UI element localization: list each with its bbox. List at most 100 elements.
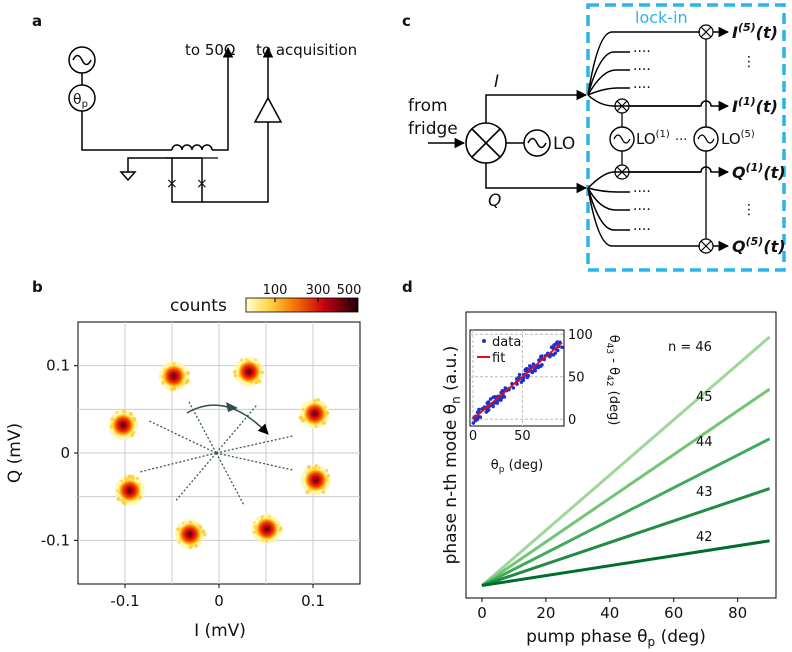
inset-data-point	[555, 340, 560, 344]
iq-sample	[261, 515, 265, 518]
ellipsis: ····	[633, 80, 651, 96]
inset-data-point	[488, 397, 493, 401]
iq-sample	[202, 530, 206, 533]
inset-data-point	[500, 389, 505, 393]
ellipsis: ····	[633, 184, 651, 200]
mode-line	[481, 539, 770, 588]
iq-sample	[232, 370, 237, 374]
ellipsis: ····	[633, 222, 651, 238]
y-tick-label: 0.1	[46, 357, 70, 375]
iq-sample	[240, 358, 243, 362]
iq-sample	[136, 476, 140, 480]
iq-sample	[202, 532, 207, 537]
dashed-ray	[215, 452, 245, 506]
phase-shifter-symbol: θp	[73, 92, 88, 110]
iq-sample	[128, 411, 133, 416]
iq-sample	[233, 373, 238, 378]
iq-blob	[177, 522, 202, 547]
colorbar-tick-label: 500	[337, 283, 362, 298]
dashed-ray	[216, 452, 295, 471]
inset-data-point	[475, 417, 480, 422]
mode-line-label: 43	[696, 485, 713, 500]
label-lo1: LO(1)	[636, 129, 670, 148]
inset-data-point	[525, 375, 530, 380]
inset-y-tick-label: 50	[568, 371, 585, 386]
dashed-ray	[138, 452, 217, 473]
iq-blob	[237, 359, 262, 384]
ellipsis-vertical: ⋮	[742, 54, 756, 70]
label-I: I	[494, 72, 499, 92]
iq-sample	[185, 381, 188, 385]
iq-sample	[130, 433, 135, 437]
panel-label-c: c	[402, 12, 411, 30]
panel-a: a θp to 50Ω × × to acquisition	[32, 12, 357, 203]
x-tick-label: 80	[728, 604, 747, 622]
mode-line-label: 42	[696, 530, 713, 545]
iq-blob	[302, 401, 327, 426]
inset-data-point	[492, 395, 497, 399]
inset-ylabel: θ43 - θ42 (deg)	[604, 335, 621, 426]
legend-fit: fit	[492, 351, 505, 366]
output-I1: I(1)(t)	[732, 95, 778, 116]
sine-wave-icon	[72, 54, 92, 66]
label-from: from	[408, 96, 448, 116]
x-tick-label: 20	[536, 604, 555, 622]
squid-loop	[171, 157, 203, 203]
iq-sample	[122, 500, 127, 506]
inset-data-point	[555, 348, 560, 353]
inset-data-point	[540, 354, 544, 358]
label-Q: Q	[488, 191, 501, 211]
ground-icon	[119, 171, 137, 182]
inset-data-point	[511, 386, 516, 390]
label-fridge: fridge	[408, 119, 458, 139]
iq-blob	[254, 516, 279, 541]
inset-data-point	[484, 410, 489, 414]
iq-sample	[177, 541, 181, 544]
y-tick-label: 0	[60, 444, 70, 462]
panel-label-d: d	[402, 278, 413, 296]
inset-data-point	[517, 372, 522, 377]
lockin-box	[586, 3, 786, 272]
colorbar-tick-label: 300	[306, 283, 331, 298]
inset-data-point	[503, 386, 508, 390]
iq-sample	[278, 528, 282, 532]
lockin-title: lock-in	[635, 8, 688, 27]
iq-sample	[185, 371, 191, 376]
x-tick-label: 0	[477, 604, 487, 622]
label-lo5: LO(5)	[721, 129, 755, 148]
inset-data-point	[538, 364, 543, 369]
inset-fit-line	[472, 342, 563, 420]
ellipsis: ····	[633, 62, 651, 78]
inset-data-point	[552, 343, 556, 348]
junction-icon: ×	[166, 176, 178, 192]
iq-sample	[314, 425, 318, 428]
output-Q5: Q(5)(t)	[732, 235, 786, 256]
iq-sample	[316, 398, 320, 402]
inset-data-point	[523, 369, 528, 373]
iq-sample	[122, 409, 127, 414]
inset-data-point	[486, 408, 491, 412]
output-Q1: Q(1)(t)	[732, 161, 786, 182]
mode-line	[480, 335, 771, 587]
mode-line	[481, 487, 771, 587]
label-to-acquisition: to acquisition	[256, 41, 357, 59]
iq-blob	[111, 413, 136, 438]
panel-c: c lock-in from fridge LO I Q	[402, 3, 786, 272]
rotation-arrow	[186, 404, 269, 435]
iq-sample	[321, 490, 326, 494]
inset-y-tick-label: 0	[568, 413, 576, 428]
x-tick-label: 0.1	[301, 592, 325, 610]
iq-sample	[305, 490, 310, 495]
inset-x-tick-label: 0	[469, 429, 477, 444]
panel-label-a: a	[32, 12, 42, 30]
inset-data-point	[551, 353, 556, 357]
iq-blob	[117, 478, 142, 503]
mode-line-label: n = 46	[668, 340, 712, 355]
colorbar	[245, 297, 359, 313]
inset-data-point	[491, 404, 495, 409]
label-lo: LO	[553, 134, 575, 154]
inset-data-point	[549, 345, 554, 350]
dashed-ray	[216, 435, 295, 454]
inset-data-point	[560, 345, 564, 350]
